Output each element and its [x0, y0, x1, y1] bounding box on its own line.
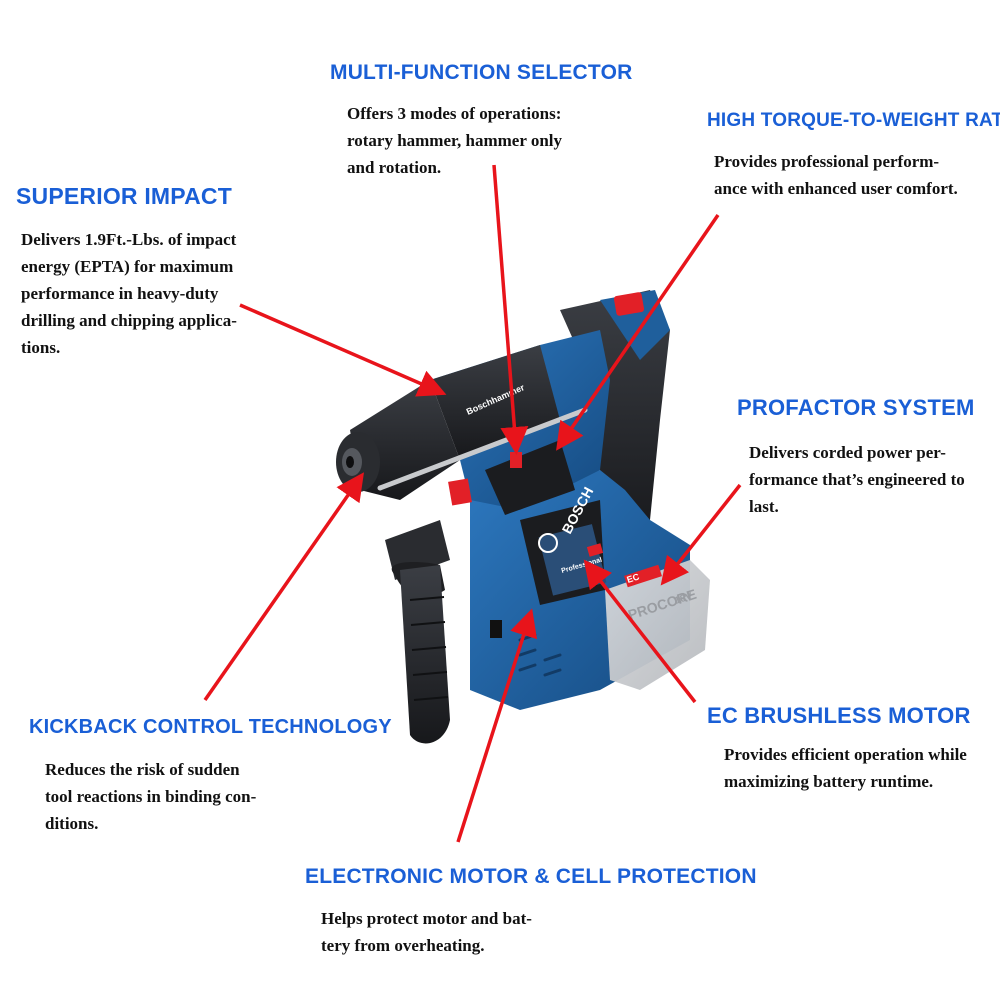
profactor-system-title: PROFACTOR SYSTEM	[737, 395, 975, 420]
high-torque-title: HIGH TORQUE-TO-WEIGHT RATIO	[707, 110, 1000, 131]
arrow-high-torque	[556, 214, 720, 451]
electronic-protection-title: ELECTRONIC MOTOR & CELL PROTECTION	[305, 865, 757, 888]
profactor-system-description: Delivers corded power per- formance that…	[749, 443, 965, 516]
electronic-protection-description: Helps protect motor and bat- tery from o…	[321, 909, 532, 955]
high-torque-description: Provides professional perform- ance with…	[714, 152, 958, 198]
kickback-control-title: KICKBACK CONTROL TECHNOLOGY	[29, 716, 392, 738]
callout-arrows	[203, 164, 742, 843]
ec-brushless-motor-title: EC BRUSHLESS MOTOR	[707, 703, 971, 728]
ec-brushless-motor-description: Provides efficient operation while maxim…	[724, 745, 967, 791]
kickback-control-description: Reduces the risk of sudden tool reaction…	[45, 760, 257, 833]
depth-rod	[377, 407, 588, 491]
battery-badge: EC	[626, 571, 641, 585]
superior-impact-description: Delivers 1.9Ft.-Lbs. of impact energy (E…	[21, 230, 237, 357]
side-handle	[385, 520, 450, 744]
arrow-kickback-control	[203, 472, 365, 702]
arrow-profactor-system	[660, 483, 742, 586]
battery-voltage: 18V	[674, 591, 695, 607]
arrow-multi-function-selector	[492, 164, 529, 455]
superior-impact-title: SUPERIOR IMPACT	[16, 183, 232, 209]
multi-function-selector-title: MULTI-FUNCTION SELECTOR	[330, 61, 633, 84]
arrow-ec-brushless-motor	[583, 559, 697, 704]
arrow-electronic-protection	[456, 608, 537, 843]
battery-pack: EC PROCORE 18V	[605, 560, 710, 690]
multi-function-selector-description: Offers 3 modes of operations: rotary ham…	[347, 104, 562, 177]
arrow-superior-impact	[239, 303, 447, 397]
